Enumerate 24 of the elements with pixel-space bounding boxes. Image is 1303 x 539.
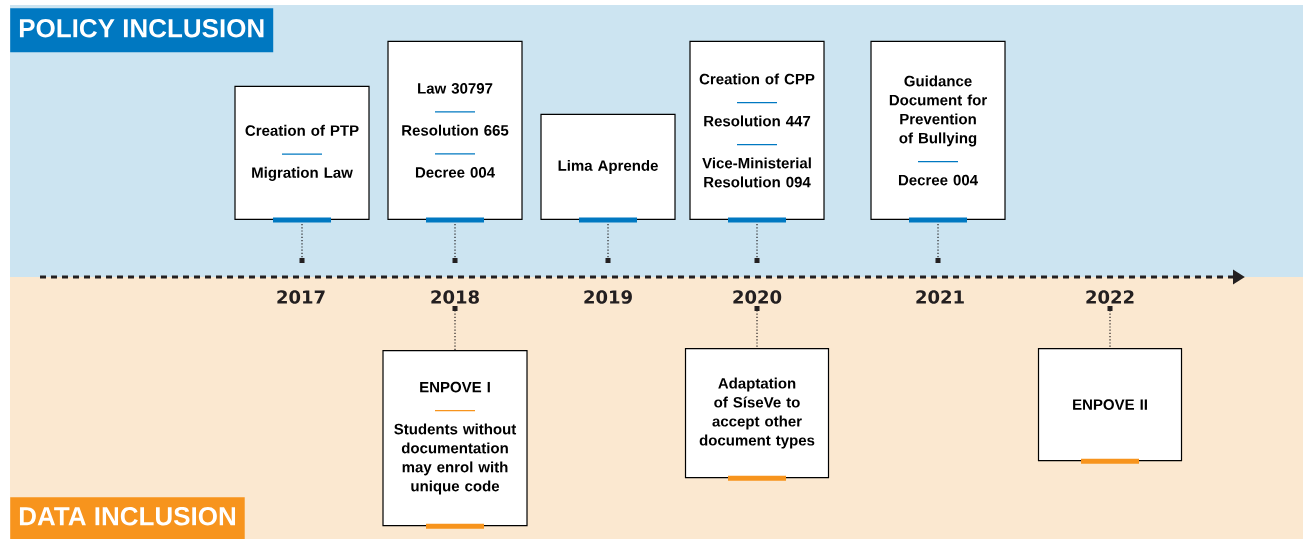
event-box: ENPOVE I Students without documentation may enrol with unique code: [382, 350, 528, 529]
year-label: 2022: [1086, 290, 1134, 304]
leader-line: [754, 223, 760, 263]
year-label: 2017: [277, 290, 325, 304]
event-box: Lima Aprende: [540, 113, 676, 223]
leader-line: [299, 223, 305, 263]
leader-line: [452, 223, 458, 263]
section-header: POLICY INCLUSION: [10, 8, 274, 53]
leader-line: [605, 223, 611, 263]
section-header: DATA INCLUSION: [10, 497, 245, 539]
year-label: 2021: [916, 290, 964, 304]
leader-line: [935, 223, 941, 263]
event-box: Law 30797 Resolution 665 Decree 004: [387, 40, 523, 223]
event-box: Creation of PTP Migration Law: [234, 85, 370, 223]
year-label: 2020: [733, 290, 782, 304]
leader-line: [754, 306, 760, 349]
leader-line: [1107, 306, 1113, 349]
year-label: 2019: [584, 290, 632, 304]
event-box: Guidance Document for Prevention of Bullying Decree 004: [870, 40, 1006, 223]
year-label: 2018: [431, 290, 479, 304]
event-box: Creation of CPP Resolution 447 Vice-Ministerial Resolution 094: [689, 40, 825, 223]
event-box: Adaptation of SíseVe to accept other document types: [684, 348, 830, 481]
event-box: ENPOVE II: [1037, 348, 1183, 464]
leader-line: [452, 306, 458, 351]
